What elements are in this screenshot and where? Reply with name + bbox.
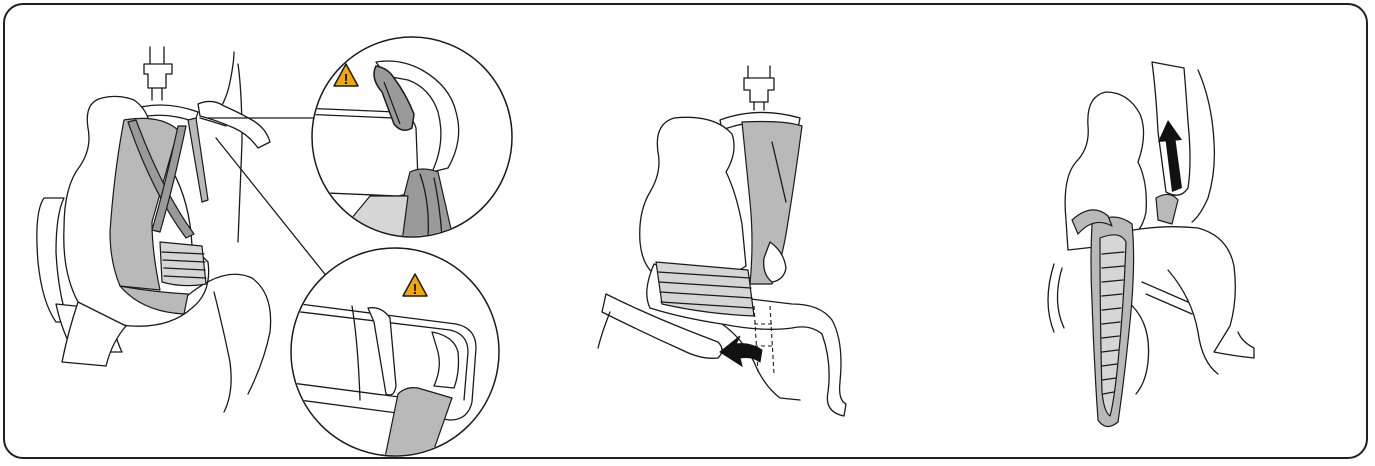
detail-callout-bottom: ! [284,248,499,459]
warning-glyph: ! [344,71,349,88]
illustration-canvas: ! ! [5,5,1368,459]
panel-adjust-leg [598,66,846,416]
hoist-hanger-2 [720,66,800,130]
warning-glyph-2: ! [413,281,418,298]
panel-attach-sling [37,47,328,412]
panel-remove-sling [1048,62,1254,427]
sling [110,118,208,314]
illustration-frame: ! ! [3,3,1368,459]
detail-callout-top: ! [302,37,512,242]
caregiver [198,52,270,242]
curved-arrow-icon [720,336,762,366]
callout-line-bottom [216,138,328,278]
